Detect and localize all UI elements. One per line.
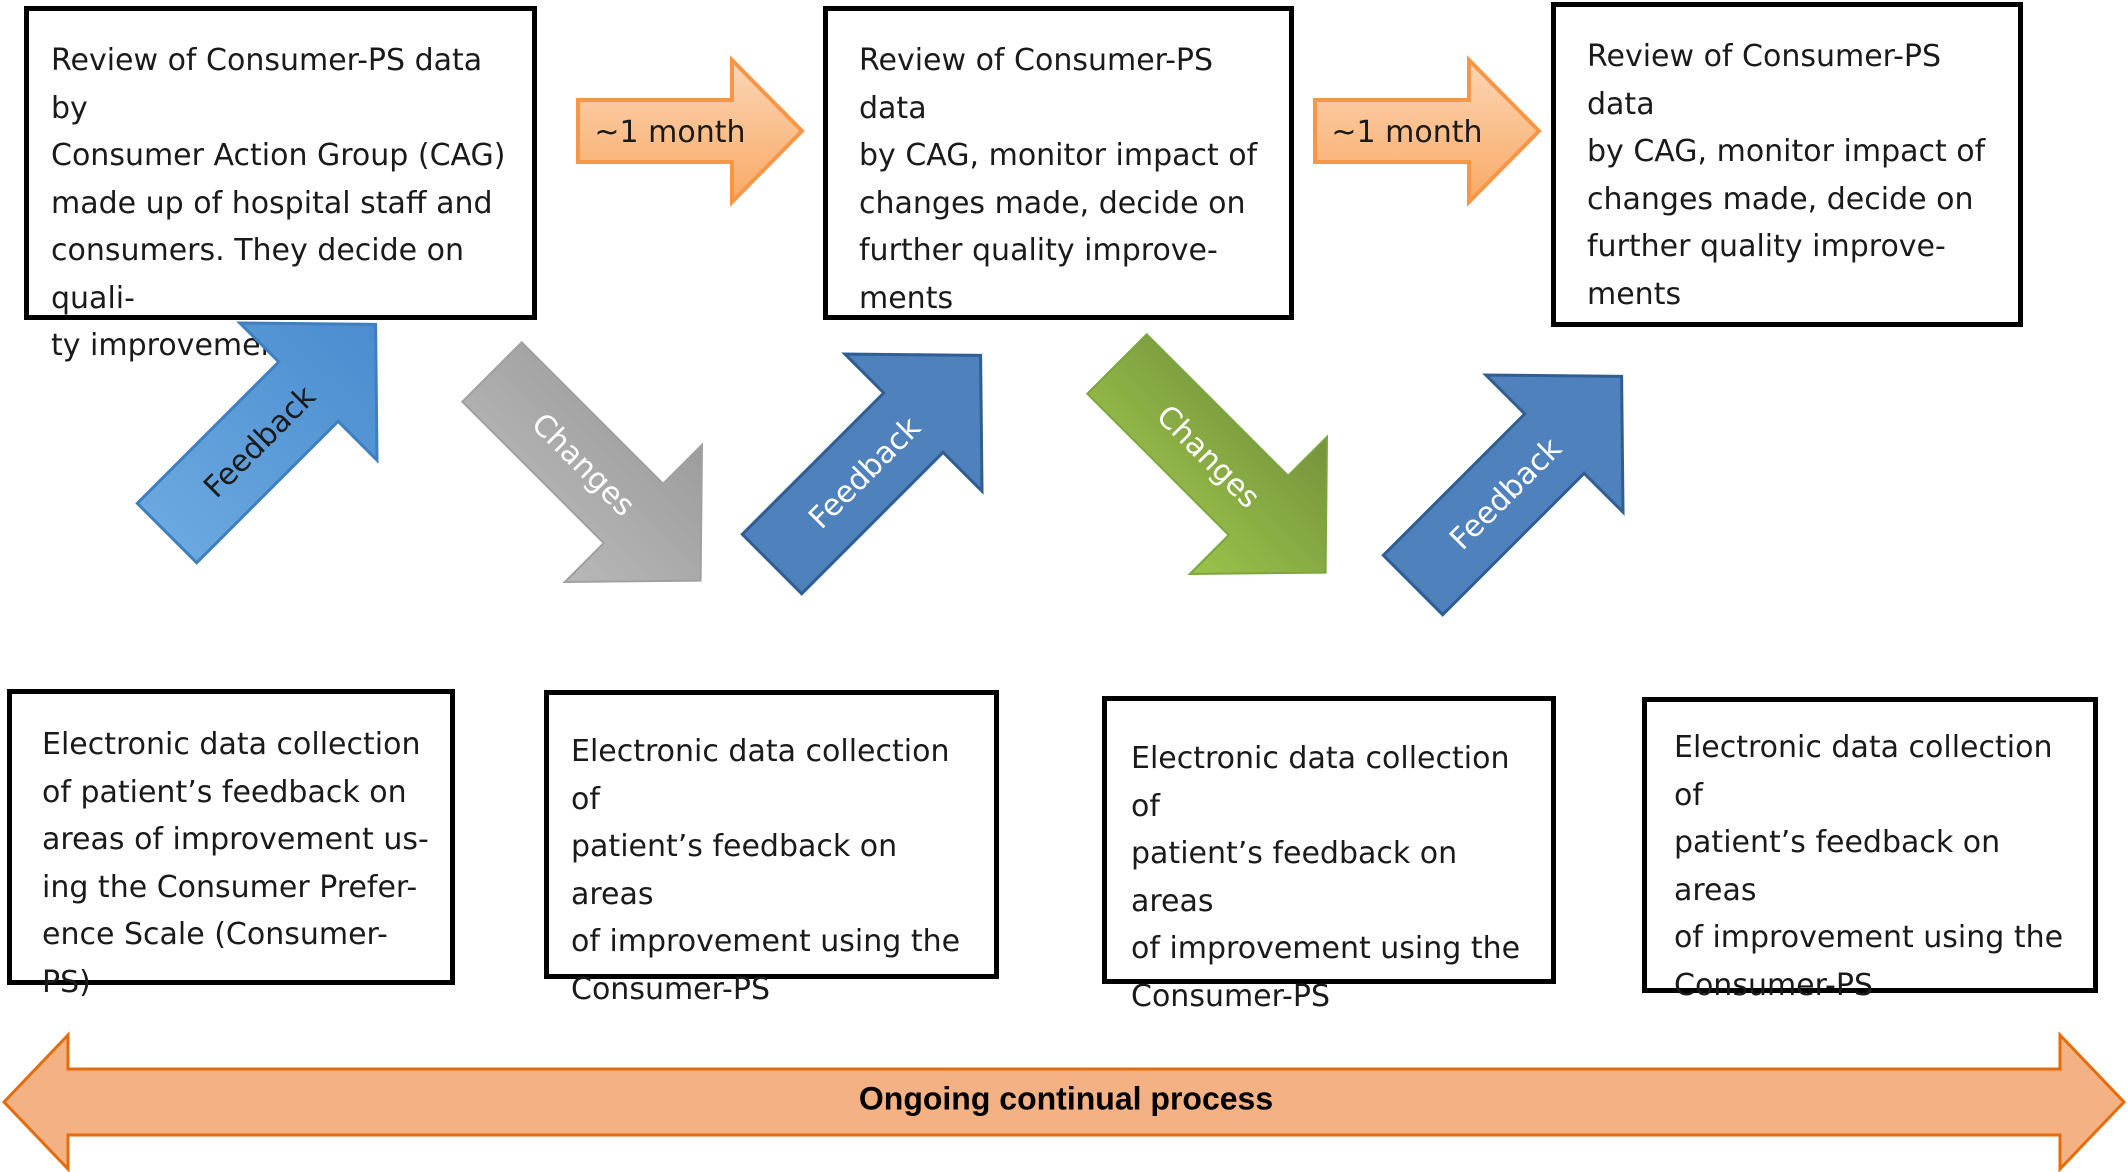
- time-arrow-1-label: ~1 month: [594, 115, 745, 150]
- time-arrow-2: ~1 month: [1313, 55, 1542, 207]
- ongoing-process-arrow: Ongoing continual process: [1, 1031, 2127, 1172]
- bottom-box-3: Electronic data collection of patient’s …: [1102, 696, 1556, 1014]
- top-box-1: Review of Consumer-PS data by Consumer A…: [24, 6, 537, 363]
- ongoing-process-label: Ongoing continual process: [859, 1080, 1273, 1116]
- time-arrow-2-label: ~1 month: [1331, 115, 1482, 150]
- bottom-box-4: Electronic data collection of patient’s …: [1642, 697, 2098, 1003]
- top-box-3: Review of Consumer-PS data by CAG, monit…: [1551, 2, 2023, 327]
- bottom-box-1: Electronic data collection of patient’s …: [7, 689, 455, 1000]
- top-box-2: Review of Consumer-PS data by CAG, monit…: [823, 6, 1294, 320]
- time-arrow-1: ~1 month: [576, 55, 805, 207]
- bottom-box-2: Electronic data collection of patient’s …: [544, 690, 999, 1007]
